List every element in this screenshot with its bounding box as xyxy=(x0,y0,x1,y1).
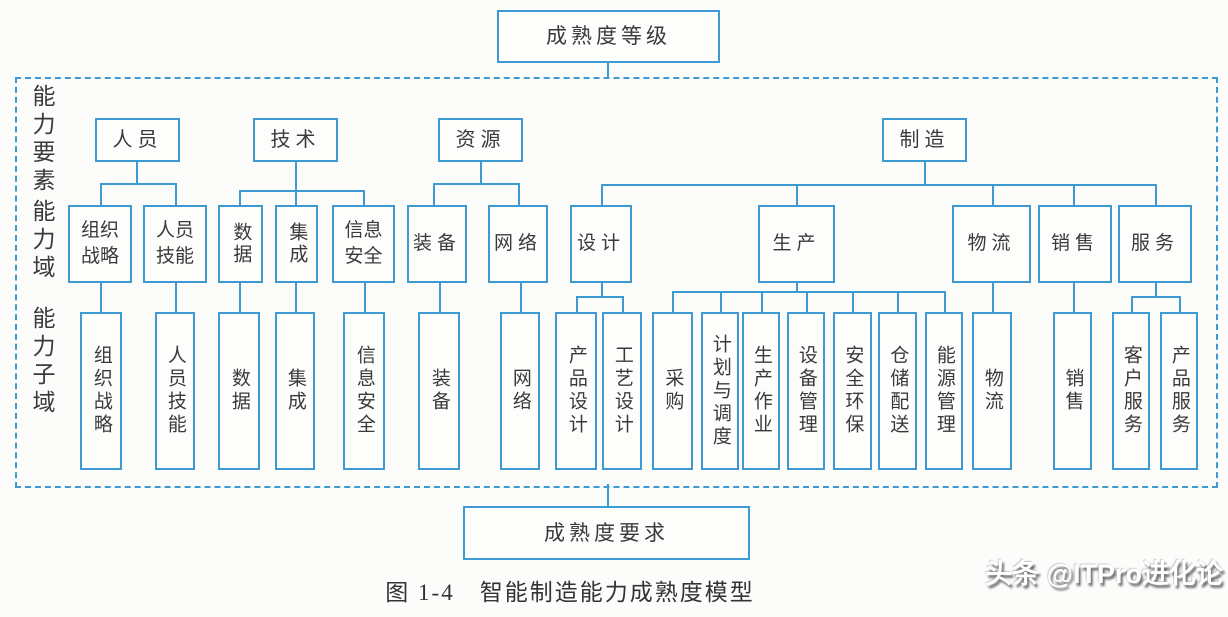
subnode-data: 数据 xyxy=(218,312,260,470)
connector-line xyxy=(601,283,603,296)
watermark-text: 头条 @ITPro进化论 xyxy=(985,559,1223,589)
node-maturity-level: 成熟度等级 xyxy=(497,10,720,63)
connector-line xyxy=(992,184,994,205)
connector-line xyxy=(295,162,297,190)
node-network: 网络 xyxy=(488,205,548,283)
connector-line xyxy=(924,162,926,184)
connector-line xyxy=(175,183,177,205)
subnode-warehousing-distribution: 仓储配送 xyxy=(878,312,917,470)
node-maturity-requirements: 成熟度要求 xyxy=(463,506,750,560)
connector-line xyxy=(239,190,365,192)
connector-line xyxy=(852,291,854,312)
subnode-customer-service: 客户服务 xyxy=(1112,312,1150,470)
connector-line xyxy=(433,183,435,205)
node-design: 设计 xyxy=(570,205,632,283)
node-org-strategy: 组织战略 xyxy=(68,205,132,283)
connector-line xyxy=(295,190,297,205)
subnode-logistics: 物流 xyxy=(972,312,1012,470)
connector-line xyxy=(720,291,722,312)
node-integration: 集成 xyxy=(275,205,318,283)
node-sales: 销售 xyxy=(1038,205,1112,283)
connector-line xyxy=(601,184,603,205)
connector-line xyxy=(761,291,763,312)
connector-line xyxy=(1155,283,1157,296)
node-personnel: 人员 xyxy=(95,118,180,162)
node-resources: 资源 xyxy=(438,118,523,162)
subnode-procurement: 采购 xyxy=(652,312,693,470)
subnode-process-design: 工艺设计 xyxy=(602,312,642,470)
connector-line xyxy=(672,291,946,293)
subnode-integration: 集成 xyxy=(275,312,315,470)
subnode-energy-management: 能源管理 xyxy=(925,312,963,470)
connector-line xyxy=(806,291,808,312)
node-personnel-skills: 人员技能 xyxy=(143,205,207,283)
figure-caption: 图 1-4 智能制造能力成熟度模型 xyxy=(385,580,755,605)
subnode-personnel-skills: 人员技能 xyxy=(155,312,195,470)
subnode-planning-scheduling: 计划与调度 xyxy=(701,312,739,470)
subnode-network: 网络 xyxy=(500,312,540,470)
connector-line xyxy=(433,183,520,185)
subnode-production-operations: 生产作业 xyxy=(742,312,780,470)
connector-line xyxy=(1073,283,1075,312)
connector-line xyxy=(1155,184,1157,205)
subnode-org-strategy: 组织战略 xyxy=(80,312,122,470)
connector-line xyxy=(439,283,441,312)
connector-line xyxy=(796,283,798,291)
connector-line xyxy=(239,190,241,205)
connector-line xyxy=(1131,296,1133,312)
connector-line xyxy=(239,283,241,312)
frame-label-capability-domain: 能力域 xyxy=(29,199,54,283)
connector-line xyxy=(295,283,297,312)
subnode-sales: 销售 xyxy=(1053,312,1092,470)
connector-line xyxy=(1179,296,1181,312)
subnode-equipment: 装备 xyxy=(418,312,460,470)
subnode-info-security: 信息安全 xyxy=(343,312,385,470)
connector-line xyxy=(364,283,366,312)
subnode-equipment-management: 设备管理 xyxy=(787,312,825,470)
connector-line xyxy=(897,291,899,312)
connector-line xyxy=(576,296,624,298)
connector-line xyxy=(480,162,482,183)
connector-line xyxy=(363,190,365,205)
connector-line xyxy=(607,484,609,506)
node-manufacturing: 制造 xyxy=(882,118,967,162)
connector-line xyxy=(175,283,177,312)
connector-line xyxy=(607,63,609,77)
connector-line xyxy=(796,184,798,205)
node-technology: 技术 xyxy=(253,118,338,162)
subnode-product-design: 产品设计 xyxy=(555,312,597,470)
connector-line xyxy=(601,184,1157,186)
connector-line xyxy=(136,162,138,183)
connector-line xyxy=(520,283,522,312)
connector-line xyxy=(622,296,624,312)
connector-line xyxy=(100,183,102,205)
capability-frame xyxy=(15,77,1218,488)
node-service: 服务 xyxy=(1118,205,1192,283)
connector-line xyxy=(672,291,674,312)
connector-line xyxy=(100,283,102,312)
subnode-safety-environment: 安全环保 xyxy=(833,312,872,470)
connector-line xyxy=(944,291,946,312)
connector-line xyxy=(576,296,578,312)
connector-line xyxy=(1073,184,1075,205)
frame-label-capability-subdomain: 能力子域 xyxy=(29,306,54,418)
subnode-product-service: 产品服务 xyxy=(1160,312,1198,470)
node-production: 生产 xyxy=(758,205,835,283)
frame-label-capability-elements: 能力要素 xyxy=(29,84,54,196)
connector-line xyxy=(100,183,177,185)
node-data: 数据 xyxy=(218,205,263,283)
connector-line xyxy=(1131,296,1181,298)
node-equipment: 装备 xyxy=(407,205,467,283)
connector-line xyxy=(992,283,994,312)
node-info-security: 信息安全 xyxy=(332,205,395,283)
connector-line xyxy=(518,183,520,205)
node-logistics: 物流 xyxy=(952,205,1031,283)
